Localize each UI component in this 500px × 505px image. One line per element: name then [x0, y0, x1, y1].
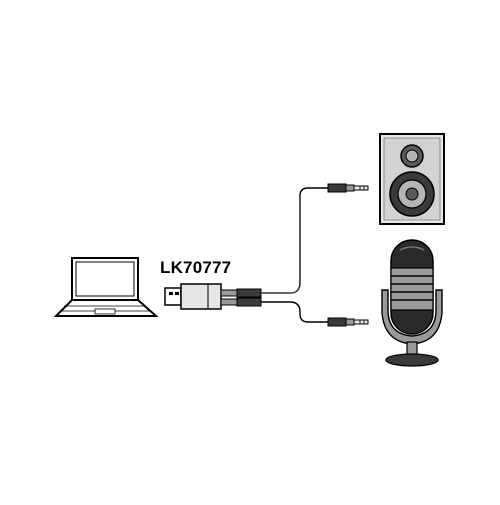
usb-plug-icon — [164, 283, 262, 310]
microphone-cable — [261, 301, 369, 327]
model-label: LK70777 — [160, 258, 232, 277]
laptop-icon — [53, 257, 159, 317]
speaker-cable — [261, 183, 369, 294]
speaker-icon — [379, 133, 445, 225]
microphone-icon — [381, 239, 443, 367]
